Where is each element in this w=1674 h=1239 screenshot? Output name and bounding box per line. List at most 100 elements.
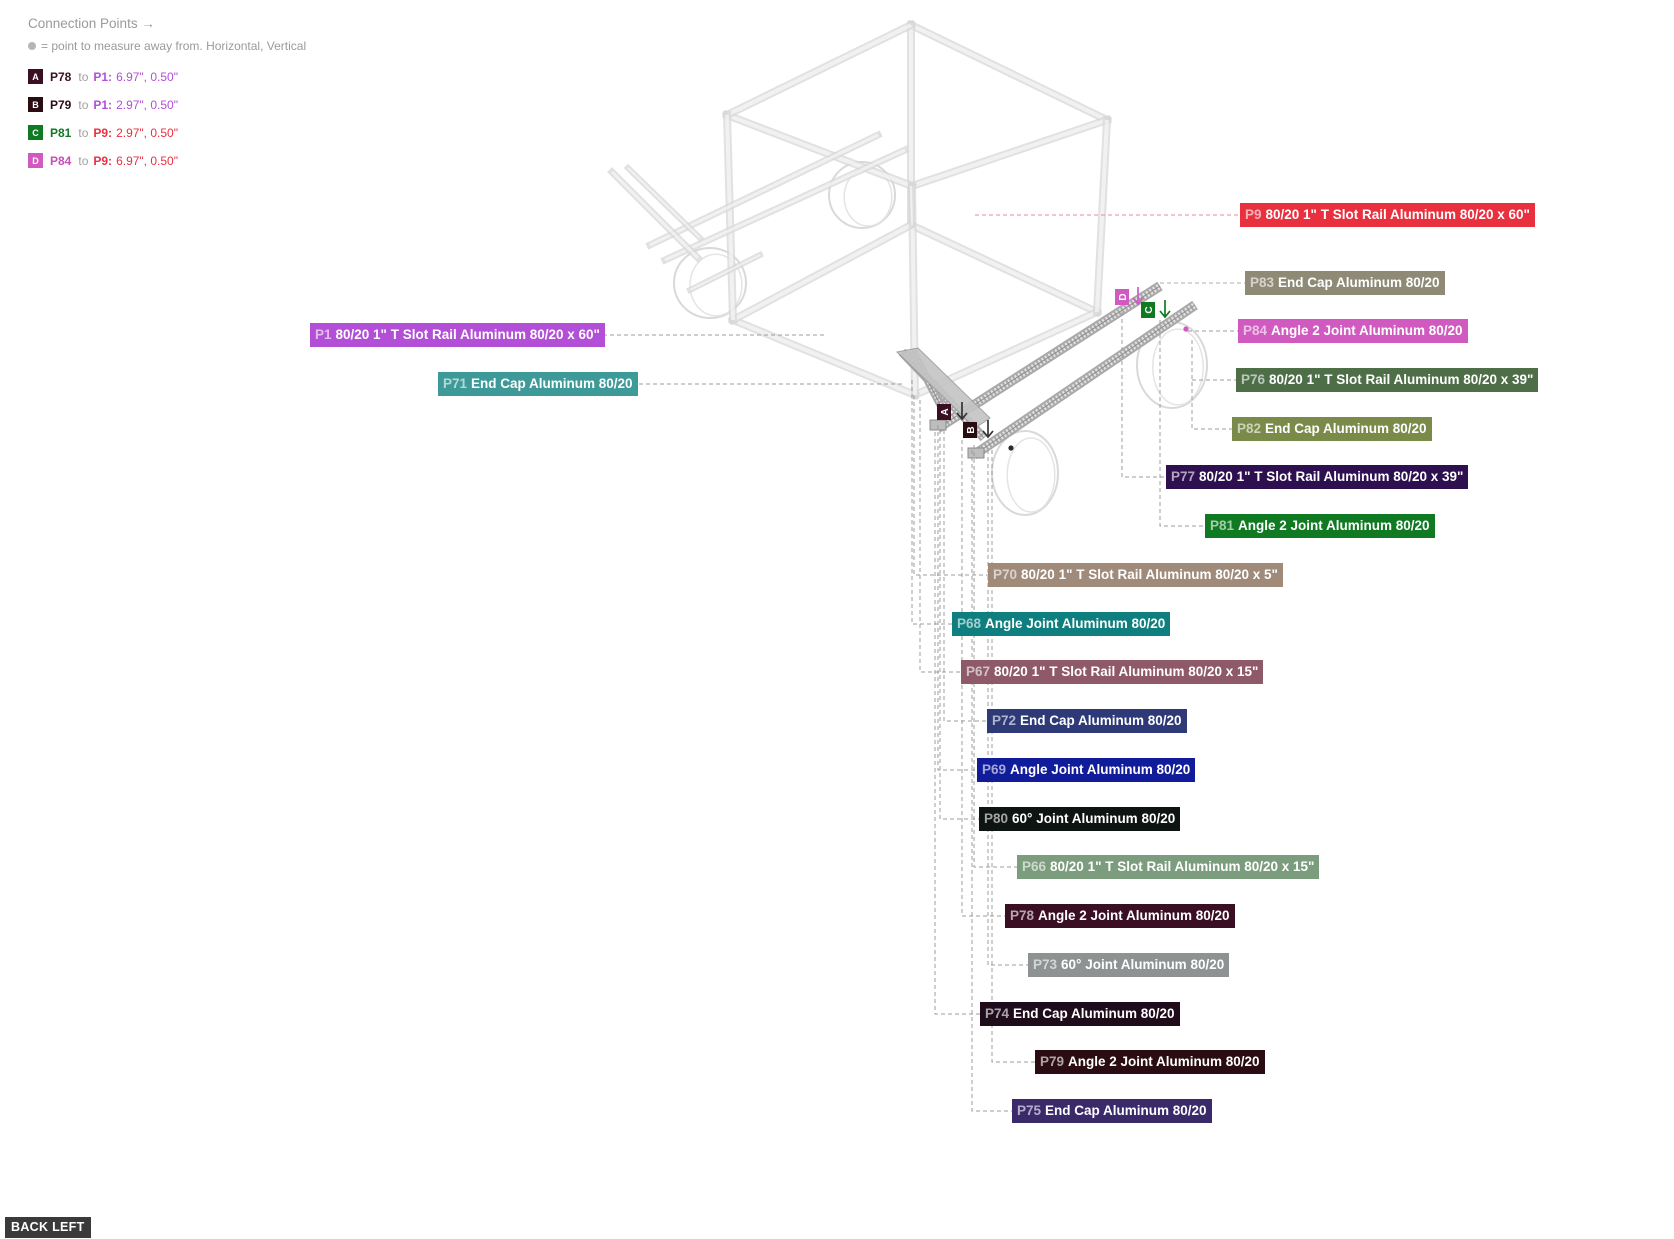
part-name: Angle 2 Joint Aluminum 80/20 [1038, 908, 1230, 923]
leader-line [934, 432, 980, 1015]
leader-line [991, 450, 1035, 1063]
wheel-front-left [991, 430, 1059, 516]
part-id: P79 [1040, 1054, 1065, 1069]
view-name-button[interactable]: BACK LEFT [5, 1217, 91, 1238]
part-name: 80/20 1" T Slot Rail Aluminum 80/20 x 60… [1265, 207, 1530, 222]
part-id: P71 [443, 376, 468, 391]
part-name: End Cap Aluminum 80/20 [1045, 1103, 1207, 1118]
connection-flag-box [963, 422, 977, 438]
part-id: P82 [1237, 421, 1262, 436]
connection-flag-b: B [963, 422, 977, 438]
leader-line [973, 445, 1017, 868]
part-id: P83 [1250, 275, 1275, 290]
wheel-back-left [673, 247, 747, 319]
connection-letter-badge: C [28, 125, 43, 140]
connection-flag-c: C [1141, 302, 1155, 318]
connection-from-part: P84 [50, 153, 72, 168]
connection-to-word: to [78, 69, 89, 84]
connection-flag-letter: B [966, 426, 977, 433]
measure-point [1008, 445, 1014, 451]
connection-flag-a: A [937, 404, 951, 420]
legend-note: = point to measure away from. Horizontal… [28, 39, 306, 53]
connection-flag-box [1141, 302, 1155, 318]
connection-flag-box [937, 404, 951, 420]
part-name: 80/20 1" T Slot Rail Aluminum 80/20 x 15… [1050, 859, 1315, 874]
highlight-endcap [967, 447, 985, 459]
part-name: Angle Joint Aluminum 80/20 [985, 616, 1166, 631]
connection-legend: Connection Points → = point to measure a… [28, 16, 306, 168]
leader-line [1121, 312, 1166, 478]
frame-top-rail [910, 23, 1108, 122]
part-id: P66 [1022, 859, 1047, 874]
handle-rail [649, 133, 879, 247]
handle-rail [664, 148, 906, 262]
part-id: P75 [1017, 1103, 1042, 1118]
leader-line [943, 430, 987, 722]
frame-post [1095, 119, 1109, 313]
handle-arm [627, 167, 701, 239]
part-id: P70 [993, 567, 1018, 582]
frame-top-rail [911, 118, 1108, 188]
part-name: 80/20 1" T Slot Rail Aluminum 80/20 x 15… [994, 664, 1259, 679]
frame-top-rail [726, 113, 913, 188]
part-id: P1 [315, 327, 332, 342]
part-name: 80/20 1" T Slot Rail Aluminum 80/20 x 60… [335, 327, 600, 342]
frame-post [725, 114, 735, 321]
down-arrow-icon [1159, 300, 1171, 319]
frame-top-rail [726, 23, 912, 117]
connection-letter-badge: B [28, 97, 43, 112]
frame-inner [910, 185, 913, 226]
frame-bottom-rail [910, 223, 1098, 314]
part-id: P77 [1171, 469, 1196, 484]
down-arrow-icon [982, 420, 994, 439]
connection-flag-letter: A [940, 408, 951, 415]
connection-flag-d: D [1115, 289, 1129, 305]
measure-point-dot-icon [28, 42, 36, 50]
part-name: End Cap Aluminum 80/20 [1020, 713, 1182, 728]
wheel-front-right [1152, 328, 1204, 406]
part-name: Angle 2 Joint Aluminum 80/20 [1271, 323, 1463, 338]
part-id: P84 [1243, 323, 1268, 338]
leader-line [987, 450, 1028, 966]
connection-flag-letter: D [1118, 293, 1129, 300]
connection-to-word: to [78, 153, 89, 168]
legend-note-text: = point to measure away from. Horizontal… [41, 39, 307, 53]
measure-point [1183, 326, 1189, 332]
part-name: Angle Joint Aluminum 80/20 [1010, 762, 1191, 777]
connection-to-word: to [78, 125, 89, 140]
wheel-back-right [828, 161, 896, 229]
part-name: 60° Joint Aluminum 80/20 [1012, 811, 1176, 826]
part-id: P68 [957, 616, 982, 631]
part-name: 80/20 1" T Slot Rail Aluminum 80/20 x 39… [1269, 372, 1534, 387]
part-name: 60° Joint Aluminum 80/20 [1061, 957, 1225, 972]
part-id: P73 [1033, 957, 1058, 972]
part-name: 80/20 1" T Slot Rail Aluminum 80/20 x 39… [1199, 469, 1464, 484]
